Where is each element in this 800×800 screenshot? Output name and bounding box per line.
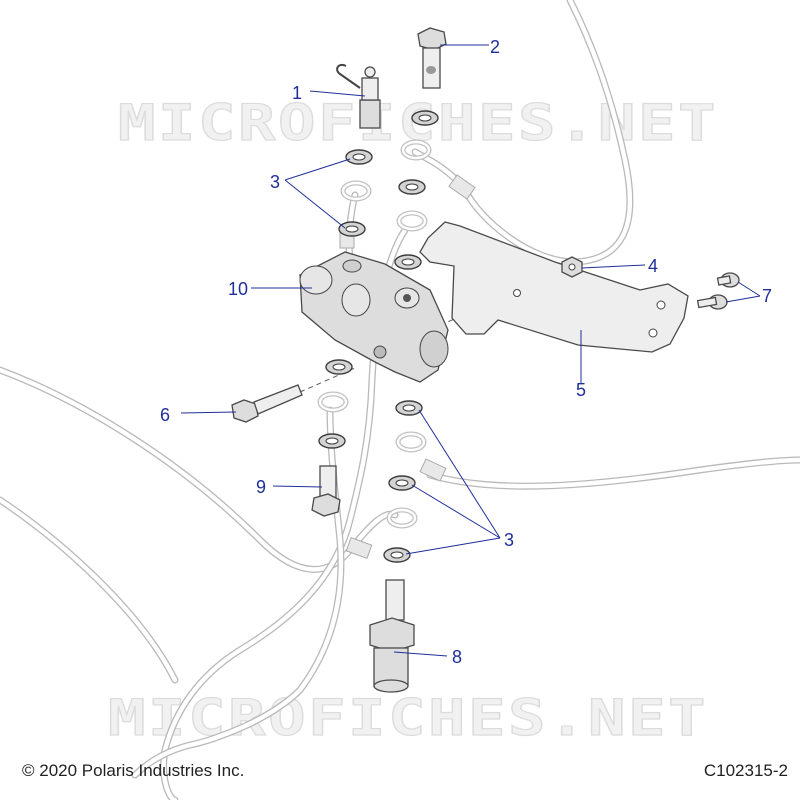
leader-lines — [180, 44, 761, 657]
callout-8: 8 — [452, 647, 462, 667]
washer — [318, 433, 346, 449]
screws-part — [696, 272, 740, 310]
washer — [411, 110, 439, 126]
washer — [325, 359, 353, 375]
callout-6: 6 — [160, 405, 170, 425]
bleeder-valve-part — [336, 64, 381, 129]
washer — [398, 179, 426, 195]
washers — [318, 110, 439, 563]
brake-line-top-right — [411, 0, 634, 266]
washer — [345, 149, 373, 165]
figure-code: C102315-2 — [703, 761, 788, 780]
nut-part — [561, 256, 583, 278]
banjo-bolt-part — [311, 465, 341, 517]
callout-10: 10 — [228, 279, 248, 299]
assembly-line-bolt — [299, 367, 356, 393]
brake-light-switch-part — [369, 579, 415, 693]
washer — [394, 254, 422, 270]
callout-4: 4 — [648, 256, 658, 276]
washer — [383, 547, 411, 563]
callout-2: 2 — [490, 37, 500, 57]
watermark-bottom: MICROFICHES.NET — [108, 689, 708, 747]
washer — [338, 221, 366, 237]
bolt-part — [231, 384, 303, 423]
copyright-text: © 2020 Polaris Industries Inc. — [22, 761, 245, 780]
washer — [395, 400, 423, 416]
callout-1: 1 — [292, 83, 302, 103]
callout-numbers: 1 2 3 4 5 6 7 8 9 10 3 — [160, 37, 772, 667]
callout-3-lower: 3 — [504, 530, 514, 550]
callout-9: 9 — [256, 477, 266, 497]
brake-line-left-long — [0, 366, 399, 684]
banjo-bolt-top-part — [417, 27, 447, 89]
washer — [388, 475, 416, 491]
mounting-bracket-part — [419, 221, 689, 353]
proportioning-valve-part — [299, 251, 449, 383]
callout-5: 5 — [576, 380, 586, 400]
callout-3-upper: 3 — [270, 172, 280, 192]
callout-7: 7 — [762, 286, 772, 306]
brake-line-right-long — [426, 456, 800, 490]
